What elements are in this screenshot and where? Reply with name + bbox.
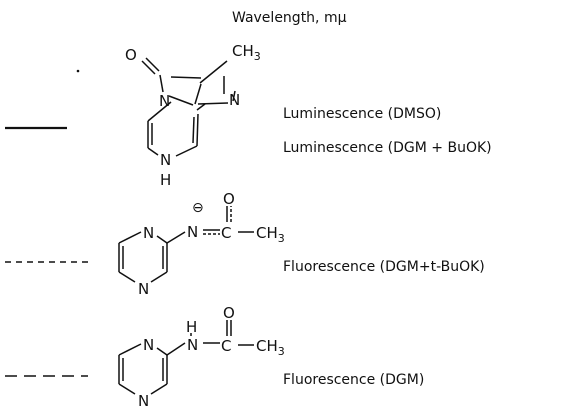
structure-pyrazinyl-acetamide-labels: H O N C CH3 N N xyxy=(138,304,285,410)
legend-label-fluorescence-dgm: Fluorescence (DGM) xyxy=(283,372,425,388)
s2-carbon: C xyxy=(221,224,231,242)
s2-ring-nitrogen-2: N xyxy=(138,280,149,298)
s1-nitrogen-bridge: N xyxy=(159,92,170,110)
s1-methyl: CH3 xyxy=(232,42,261,63)
structure-imidazopyrazinone xyxy=(141,57,236,157)
s3-ring-nitrogen-2: N xyxy=(138,392,149,410)
s3-oxygen: O xyxy=(223,304,235,322)
legend-label-luminescence-dmso: Luminescence (DMSO) xyxy=(283,106,442,122)
s1-oxygen: O xyxy=(125,46,137,64)
s1-nitrogen-imine: N xyxy=(229,91,240,109)
s2-negative-charge: ⊖ xyxy=(192,200,204,216)
structure-pyrazinyl-acetamide-anion-labels: ⊖ O N C CH3 N N xyxy=(138,190,285,298)
s3-carbon: C xyxy=(221,337,231,355)
s1-nitrogen-nh: N xyxy=(160,151,171,169)
stray-dot xyxy=(76,69,80,73)
s2-methyl: CH3 xyxy=(256,224,285,245)
wavelength-title: Wavelength, mμ xyxy=(232,10,347,26)
s3-nitrogen-amide: N xyxy=(187,336,198,354)
s3-methyl: CH3 xyxy=(256,337,285,358)
s1-hydrogen: H xyxy=(160,171,171,189)
s3-ring-nitrogen-1: N xyxy=(143,336,154,354)
s3-hydrogen: H xyxy=(186,318,197,336)
legend-label-fluorescence-dgm-tbuok: Fluorescence (DGM+t-BuOK) xyxy=(283,259,485,275)
s2-ring-nitrogen-1: N xyxy=(143,224,154,242)
structure-pyrazinyl-acetamide xyxy=(118,320,254,395)
structure-pyrazinyl-acetamide-anion xyxy=(118,206,254,283)
s2-nitrogen-amide: N xyxy=(187,223,198,241)
structure-imidazopyrazinone-labels: O N N N H CH3 xyxy=(125,42,261,189)
s2-oxygen: O xyxy=(223,190,235,208)
legend-label-luminescence-dgm-buok: Luminescence (DGM + BuOK) xyxy=(283,140,492,156)
